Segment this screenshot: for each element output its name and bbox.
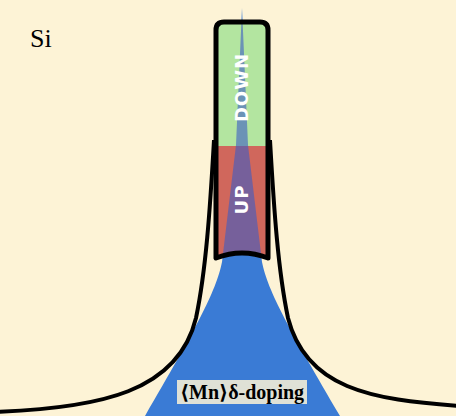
domain-label: DOWN [232, 52, 253, 121]
pillar-outline [216, 22, 268, 258]
doping-spread [145, 8, 340, 416]
doping-spike [222, 8, 262, 262]
material-label: Si [30, 24, 52, 54]
tip-outline-right [270, 140, 456, 406]
magnetic-domain: DOWN [218, 28, 266, 146]
tip-outline-left [0, 140, 214, 412]
magnetic-domain: UP [218, 146, 266, 252]
doping-label: ⟨Mn⟩δ-doping [177, 380, 307, 404]
domain-label: UP [232, 184, 253, 214]
